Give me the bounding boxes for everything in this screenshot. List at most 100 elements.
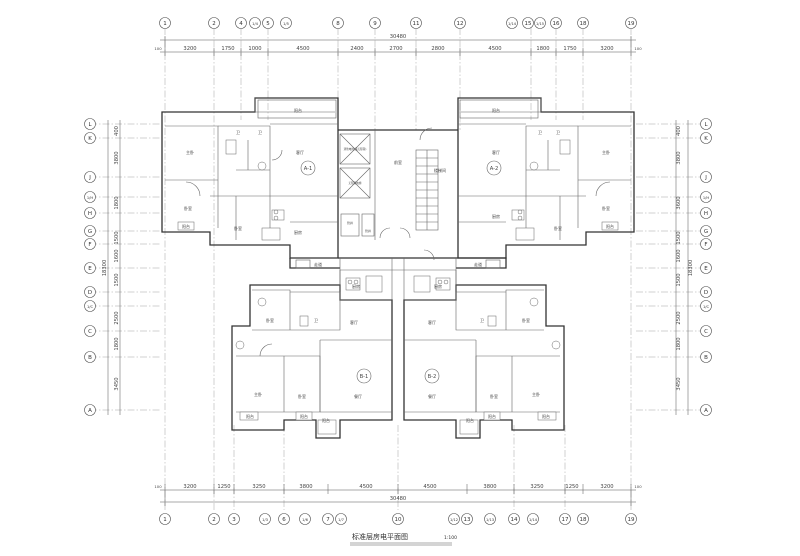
svg-text:1/14: 1/14 [529, 518, 538, 522]
svg-text:1/7: 1/7 [338, 518, 344, 522]
svg-text:卧室: 卧室 [234, 225, 242, 231]
svg-text:卫: 卫 [236, 130, 240, 135]
svg-text:3200: 3200 [183, 484, 196, 490]
svg-text:400: 400 [114, 126, 120, 136]
unit-b2-labels: 卧室 客厅 主卧 卧室 餐厅 阳台 阳台 阳台 厨房 卫 B-2 [428, 283, 550, 423]
svg-text:餐厅: 餐厅 [428, 393, 436, 399]
svg-text:F: F [88, 242, 91, 248]
svg-text:E: E [704, 266, 708, 272]
svg-text:18: 18 [580, 21, 587, 27]
unit-a2 [457, 97, 635, 259]
svg-text:1500: 1500 [114, 273, 120, 286]
unit-b1-labels: 卧室 客厅 主卧 卧室 餐厅 阳台 阳台 阳台 厨房 卫 B-1 [246, 283, 368, 423]
svg-text:3450: 3450 [114, 377, 120, 390]
svg-text:卫: 卫 [480, 318, 484, 323]
svg-text:1/H: 1/H [703, 196, 709, 200]
svg-text:A-1: A-1 [304, 166, 313, 172]
svg-text:3450: 3450 [676, 377, 682, 390]
core-elevators-stair [338, 127, 458, 259]
svg-text:走道: 走道 [474, 261, 482, 267]
svg-text:2: 2 [212, 517, 216, 523]
svg-text:卧室: 卧室 [184, 205, 192, 211]
svg-text:1800: 1800 [676, 337, 682, 350]
svg-text:1: 1 [163, 21, 167, 27]
svg-text:1/15: 1/15 [536, 22, 544, 26]
svg-text:1/13: 1/13 [486, 518, 494, 522]
svg-text:L: L [704, 122, 708, 128]
svg-text:卧室: 卧室 [298, 393, 306, 399]
svg-text:楼梯间: 楼梯间 [434, 167, 446, 173]
svg-text:15: 15 [525, 21, 532, 27]
svg-text:卧室: 卧室 [490, 393, 498, 399]
svg-text:3800: 3800 [114, 151, 120, 164]
drawing-title-block: 标准层房电平面图 1:100 [350, 532, 457, 546]
svg-text:A: A [704, 408, 708, 414]
svg-text:L: L [88, 122, 92, 128]
svg-text:H: H [88, 211, 92, 217]
unit-a1 [161, 97, 339, 259]
svg-text:客厅: 客厅 [350, 319, 358, 325]
svg-text:11: 11 [413, 21, 420, 27]
svg-text:餐厅: 餐厅 [354, 393, 362, 399]
svg-text:厨房: 厨房 [352, 283, 360, 289]
svg-text:1500: 1500 [114, 231, 120, 244]
svg-text:卧室: 卧室 [602, 205, 610, 211]
svg-text:阳台: 阳台 [492, 107, 500, 113]
svg-text:19: 19 [628, 21, 635, 27]
svg-text:G: G [704, 229, 708, 235]
svg-text:阳台: 阳台 [182, 223, 190, 229]
svg-text:阳台: 阳台 [300, 413, 308, 419]
grid-bubbles-right: L K J 1/H H G F E D 1/C C B A [700, 118, 712, 416]
svg-text:1/H: 1/H [87, 196, 93, 200]
core-labels: 消防电梯(兼无障碍) 无障碍电梯 前室 楼梯间 管井 管井 [344, 147, 446, 233]
svg-text:管井: 管井 [347, 220, 353, 225]
unit-a1-labels: 主卧 卧室 卧室 客厅 厨房 阳台 阳台 卫 卫 A-1 [182, 107, 312, 235]
svg-text:1/12: 1/12 [450, 518, 458, 522]
connecting-corridor [289, 249, 507, 420]
svg-text:无障碍电梯: 无障碍电梯 [349, 181, 362, 185]
svg-text:主卧: 主卧 [254, 391, 262, 397]
drawing-title: 标准层房电平面图 [352, 532, 408, 541]
svg-text:100: 100 [634, 46, 642, 51]
svg-text:走道: 走道 [314, 261, 322, 267]
svg-text:2400: 2400 [350, 46, 363, 52]
svg-text:13: 13 [464, 517, 471, 523]
svg-text:J: J [704, 175, 707, 181]
svg-text:3200: 3200 [183, 46, 196, 52]
svg-text:F: F [704, 242, 707, 248]
svg-text:1500: 1500 [676, 231, 682, 244]
svg-text:卫: 卫 [258, 130, 262, 135]
svg-text:D: D [704, 290, 708, 296]
grid-bubbles-bottom: 1 2 3 1/3 6 1/6 7 1/7 10 1/12 13 1/13 14… [159, 513, 637, 525]
svg-text:4500: 4500 [296, 46, 309, 52]
svg-text:2500: 2500 [676, 311, 682, 324]
svg-text:B: B [704, 355, 708, 361]
svg-text:阳台: 阳台 [322, 417, 330, 423]
svg-text:卧室: 卧室 [522, 317, 530, 323]
svg-text:卫: 卫 [538, 130, 542, 135]
svg-text:6: 6 [282, 517, 286, 523]
horizontal-grid-axes [90, 123, 706, 411]
svg-text:5: 5 [266, 21, 270, 27]
svg-text:1800: 1800 [114, 196, 120, 209]
svg-text:2700: 2700 [389, 46, 402, 52]
svg-text:18: 18 [580, 517, 587, 523]
svg-text:100: 100 [154, 46, 162, 51]
svg-text:管井: 管井 [365, 228, 371, 233]
svg-text:A-2: A-2 [490, 166, 499, 172]
svg-text:18300: 18300 [688, 260, 694, 277]
grid-bubbles-top: 1 2 4 1/4 5 1/5 8 9 11 12 1/14 15 1/15 1… [159, 17, 637, 29]
svg-text:主卧: 主卧 [186, 149, 194, 155]
svg-text:3800: 3800 [676, 151, 682, 164]
unit-a2-labels: 主卧 卧室 卧室 客厅 厨房 阳台 阳台 卫 卫 A-2 [490, 107, 614, 231]
svg-text:卧室: 卧室 [266, 317, 274, 323]
svg-text:阳台: 阳台 [488, 413, 496, 419]
svg-text:16: 16 [553, 21, 560, 27]
svg-text:1: 1 [163, 517, 167, 523]
svg-text:1750: 1750 [563, 46, 576, 52]
svg-text:B: B [88, 355, 92, 361]
svg-text:J: J [88, 175, 91, 181]
svg-text:客厅: 客厅 [296, 149, 304, 155]
